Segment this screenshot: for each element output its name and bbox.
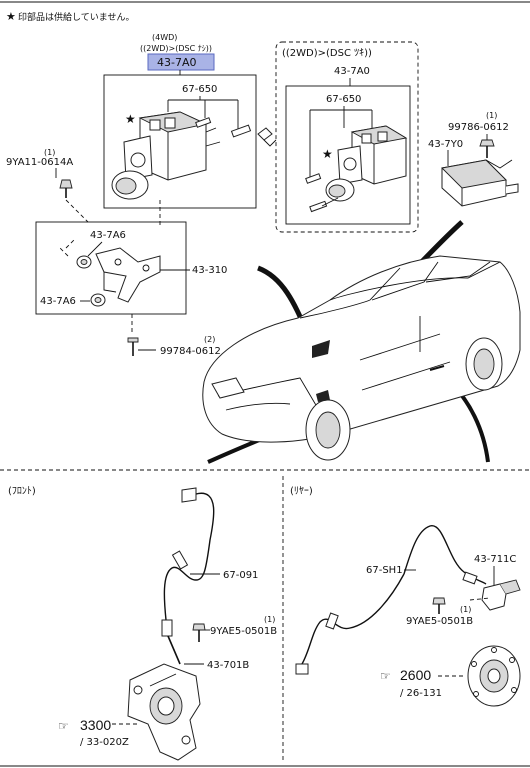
hydraulic-unit-left[interactable] xyxy=(111,111,252,200)
label-43-7A0-right[interactable]: 43-7A0 xyxy=(334,66,370,77)
front-bolt-qty: (1) xyxy=(264,615,275,624)
rear-ref-2600[interactable]: ☞ 2600 / 26-131 xyxy=(380,667,442,699)
bolt2-qty: (2) xyxy=(204,335,215,344)
assembly-frame-right xyxy=(285,85,411,225)
label-43-7Y0[interactable]: 43-7Y0 xyxy=(428,139,463,150)
rear-sensor-bolt[interactable] xyxy=(432,597,446,614)
bracket-43-310[interactable] xyxy=(95,247,161,303)
bolt-qty-right: (1) xyxy=(486,111,497,120)
ref-arrow-icon-rear: ☞ xyxy=(380,669,391,683)
label-67-091[interactable]: 67-091 xyxy=(223,570,258,581)
star-mark-right: ★ xyxy=(322,147,333,161)
section-rear-title: (ﾘﾔｰ) xyxy=(290,486,313,497)
grommet-upper[interactable] xyxy=(76,255,92,269)
label-67-650-left[interactable]: 67-650 xyxy=(182,84,217,95)
highlight-code: 43-7A0 xyxy=(157,56,197,69)
label-99786-0612[interactable]: 99786-0612 xyxy=(448,122,509,133)
label-43-310[interactable]: 43-310 xyxy=(192,265,227,276)
dash-rear-bolt xyxy=(469,597,491,601)
label-43-711C[interactable]: 43-711C xyxy=(474,554,516,565)
ref-rear-code: 2600 xyxy=(400,667,431,683)
notice-text: 印部品は供給していません。 xyxy=(18,11,134,23)
ref-front-sub: / 33-020Z xyxy=(80,737,129,748)
rear-hub[interactable] xyxy=(467,645,521,707)
front-wheel-speed-sensor[interactable] xyxy=(161,487,215,665)
label-9YA11-0614A[interactable]: 9YA11-0614A xyxy=(6,157,73,168)
label-99784-0612[interactable]: 99784-0612 xyxy=(160,346,221,357)
vehicle-illustration xyxy=(202,255,521,461)
highlight-part-43-7A0[interactable]: 43-7A0 xyxy=(147,53,215,71)
bolt-99784-0612[interactable] xyxy=(127,337,139,356)
highlight-box xyxy=(147,53,215,71)
label-43-7A6-lower[interactable]: 43-7A6 xyxy=(40,296,76,307)
assembly-frame-left xyxy=(103,74,257,209)
leader-grommet-upper xyxy=(87,241,103,257)
bolt-99786-0612[interactable] xyxy=(479,139,495,158)
leader-67-650-right xyxy=(309,106,373,178)
rear-abs-harness[interactable] xyxy=(295,525,487,675)
bolt-qty-left: (1) xyxy=(44,148,55,157)
front-ref-3300[interactable]: ☞ 3300 / 33-020Z xyxy=(58,717,129,748)
dash-bolt-left xyxy=(65,199,89,223)
label-43-701B[interactable]: 43-701B xyxy=(207,660,249,671)
label-rear-9YAE5-0501B[interactable]: 9YAE5-0501B xyxy=(406,616,473,627)
leader-67-650-left xyxy=(167,96,239,132)
front-knuckle[interactable] xyxy=(127,663,201,761)
ref-front-code: 3300 xyxy=(80,717,111,733)
dsc-frame xyxy=(275,41,419,233)
label-67-650-right[interactable]: 67-650 xyxy=(326,94,361,105)
connector-icon xyxy=(257,127,277,147)
label-43-7A6-upper[interactable]: 43-7A6 xyxy=(90,230,126,241)
front-sensor-bolt[interactable] xyxy=(192,623,206,642)
cond-4wd: (4WD) xyxy=(152,33,177,42)
hydraulic-unit-right[interactable] xyxy=(305,125,408,213)
ref-arrow-icon-front: ☞ xyxy=(58,719,69,733)
label-67-SH1[interactable]: 67-SH1 xyxy=(366,565,403,576)
star-mark-left: ★ xyxy=(125,112,136,126)
cond-2wd-dsc: ((2WD)>(DSC ﾂｷ)) xyxy=(282,48,372,59)
dash-grommet-upper xyxy=(59,239,75,257)
yaw-rate-sensor[interactable] xyxy=(441,159,519,207)
ref-rear-sub: / 26-131 xyxy=(400,688,442,699)
notice-star: ★ xyxy=(6,10,16,23)
bracket-frame xyxy=(35,221,187,315)
rear-bolt-qty: (1) xyxy=(460,605,471,614)
cond-2wd-no-dsc: ((2WD)>(DSC ﾅｼ)) xyxy=(140,44,212,53)
label-front-9YAE5-0501B[interactable]: 9YAE5-0501B xyxy=(210,626,277,637)
bolt-left[interactable] xyxy=(59,179,73,198)
grommet-lower[interactable] xyxy=(90,293,106,307)
rear-wheel-speed-sensor[interactable] xyxy=(481,579,521,611)
section-front-title: (ﾌﾛﾝﾄ) xyxy=(8,486,36,497)
